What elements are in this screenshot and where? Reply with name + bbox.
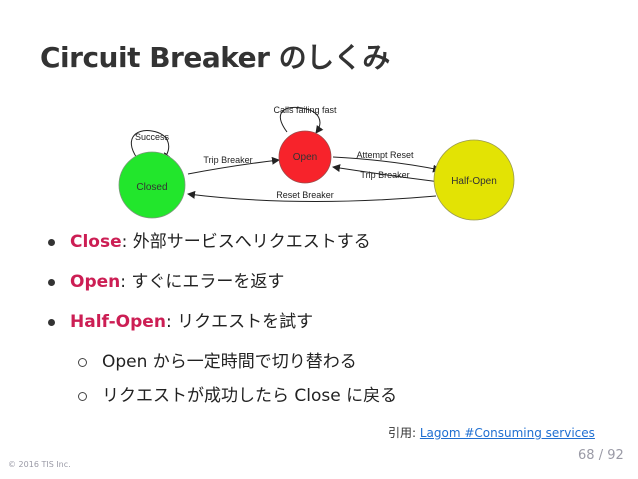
reset-breaker-arrow bbox=[187, 190, 437, 203]
slide-title: Circuit Breaker のしくみ bbox=[40, 41, 390, 74]
trip-breaker-arrow bbox=[187, 156, 280, 175]
bullet-separator: : bbox=[165, 312, 172, 332]
success-loop-arrow bbox=[130, 130, 171, 163]
half-open-label: Half-Open bbox=[451, 176, 497, 187]
attempt-reset-arrow bbox=[332, 156, 441, 173]
bullet-dot-icon bbox=[48, 279, 55, 286]
bullet-half-open: Half-Open: リクエストを試す bbox=[48, 308, 608, 348]
open-label: Open bbox=[293, 152, 317, 163]
bullet-text: リクエストを試す bbox=[177, 312, 314, 332]
sub-bullet-success: リクエストが成功したら Close に戻る bbox=[48, 382, 608, 416]
trip-breaker-back-arrow bbox=[332, 164, 441, 183]
closed-state: Closed bbox=[118, 151, 186, 219]
sub-bullet-text: Open から一定時間で切り替わる bbox=[102, 352, 357, 372]
bullet-list: Close: 外部サービスへリクエストする Open: すぐにエラーを返す Ha… bbox=[48, 228, 608, 416]
bullet-dot-icon bbox=[48, 239, 55, 246]
bullet-separator: : bbox=[121, 232, 128, 252]
page-current: 68 bbox=[578, 448, 595, 463]
calls-failing-fast-label: Calls failing fast bbox=[273, 105, 337, 115]
sub-bullet-timeout: Open から一定時間で切り替わる bbox=[48, 348, 608, 382]
citation: 引用: Lagom #Consuming services bbox=[388, 424, 595, 441]
calls-failing-fast-loop-arrow bbox=[280, 106, 324, 134]
bullet-close: Close: 外部サービスへリクエストする bbox=[48, 228, 608, 268]
closed-label: Closed bbox=[136, 182, 167, 193]
state-diagram: Closed Open Half-Open Success Calls fail… bbox=[118, 105, 515, 221]
page-separator: / bbox=[598, 448, 604, 463]
bullet-text: すぐにエラーを返す bbox=[131, 272, 285, 292]
citation-prefix: 引用: bbox=[388, 426, 417, 440]
bullet-text: 外部サービスへリクエストする bbox=[132, 232, 371, 252]
page-number: 68 / 92 bbox=[578, 448, 624, 463]
bullet-open: Open: すぐにエラーを返す bbox=[48, 268, 608, 308]
sub-bullet-ring-icon bbox=[78, 358, 87, 367]
copyright: © 2016 TIS Inc. bbox=[8, 460, 71, 469]
sub-bullet-ring-icon bbox=[78, 392, 87, 401]
half-open-state: Half-Open bbox=[433, 139, 515, 221]
success-label: Success bbox=[135, 132, 170, 142]
trip-breaker-label: Trip Breaker bbox=[203, 155, 252, 165]
bullet-dot-icon bbox=[48, 319, 55, 326]
attempt-reset-label: Attempt Reset bbox=[356, 150, 414, 160]
reset-breaker-label: Reset Breaker bbox=[276, 190, 334, 200]
bullet-keyword: Half-Open bbox=[70, 312, 166, 332]
open-state: Open bbox=[278, 130, 332, 184]
trip-breaker-back-label: Trip Breaker bbox=[360, 170, 409, 180]
citation-link[interactable]: Lagom #Consuming services bbox=[419, 426, 595, 440]
bullet-keyword: Open bbox=[70, 272, 121, 292]
sub-bullet-text: リクエストが成功したら Close に戻る bbox=[102, 386, 398, 406]
bullet-keyword: Close bbox=[70, 232, 122, 252]
page-total: 92 bbox=[607, 448, 624, 463]
bullet-separator: : bbox=[120, 272, 126, 292]
